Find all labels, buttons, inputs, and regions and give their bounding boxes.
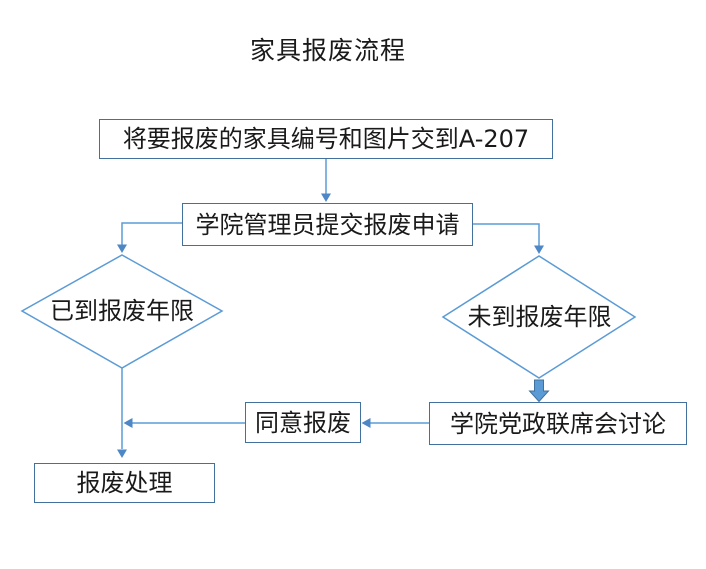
- arrowhead-down-dispose: [117, 449, 127, 458]
- node-agree-scrap: 同意报废: [245, 402, 361, 443]
- arrowhead-down-admin: [321, 193, 331, 202]
- node-joint-meeting-discussion: 学院党政联席会讨论: [429, 402, 687, 445]
- flowchart-title: 家具报废流程: [249, 36, 406, 65]
- arrowhead-left-agree: [361, 418, 371, 428]
- decision-reached-scrap-age-label: 已到报废年限: [50, 297, 194, 325]
- thick-down-arrow-icon: [528, 379, 550, 403]
- node-submit-furniture-info: 将要报废的家具编号和图片交到A-207: [99, 119, 553, 159]
- arrowhead-down-reached: [117, 244, 127, 253]
- connector-admin-to-notreached: [473, 223, 540, 246]
- arrowhead-down-notreached: [534, 245, 544, 254]
- decision-not-reached-scrap-age-shape: [441, 255, 637, 379]
- node-admin-submit-application: 学院管理员提交报废申请: [182, 203, 473, 246]
- arrowhead-left-junction: [123, 418, 133, 428]
- decision-not-reached-scrap-age-label: 未到报废年限: [467, 303, 612, 331]
- connector-admin-to-reached: [121, 222, 182, 245]
- node-scrap-disposal: 报废处理: [34, 463, 215, 503]
